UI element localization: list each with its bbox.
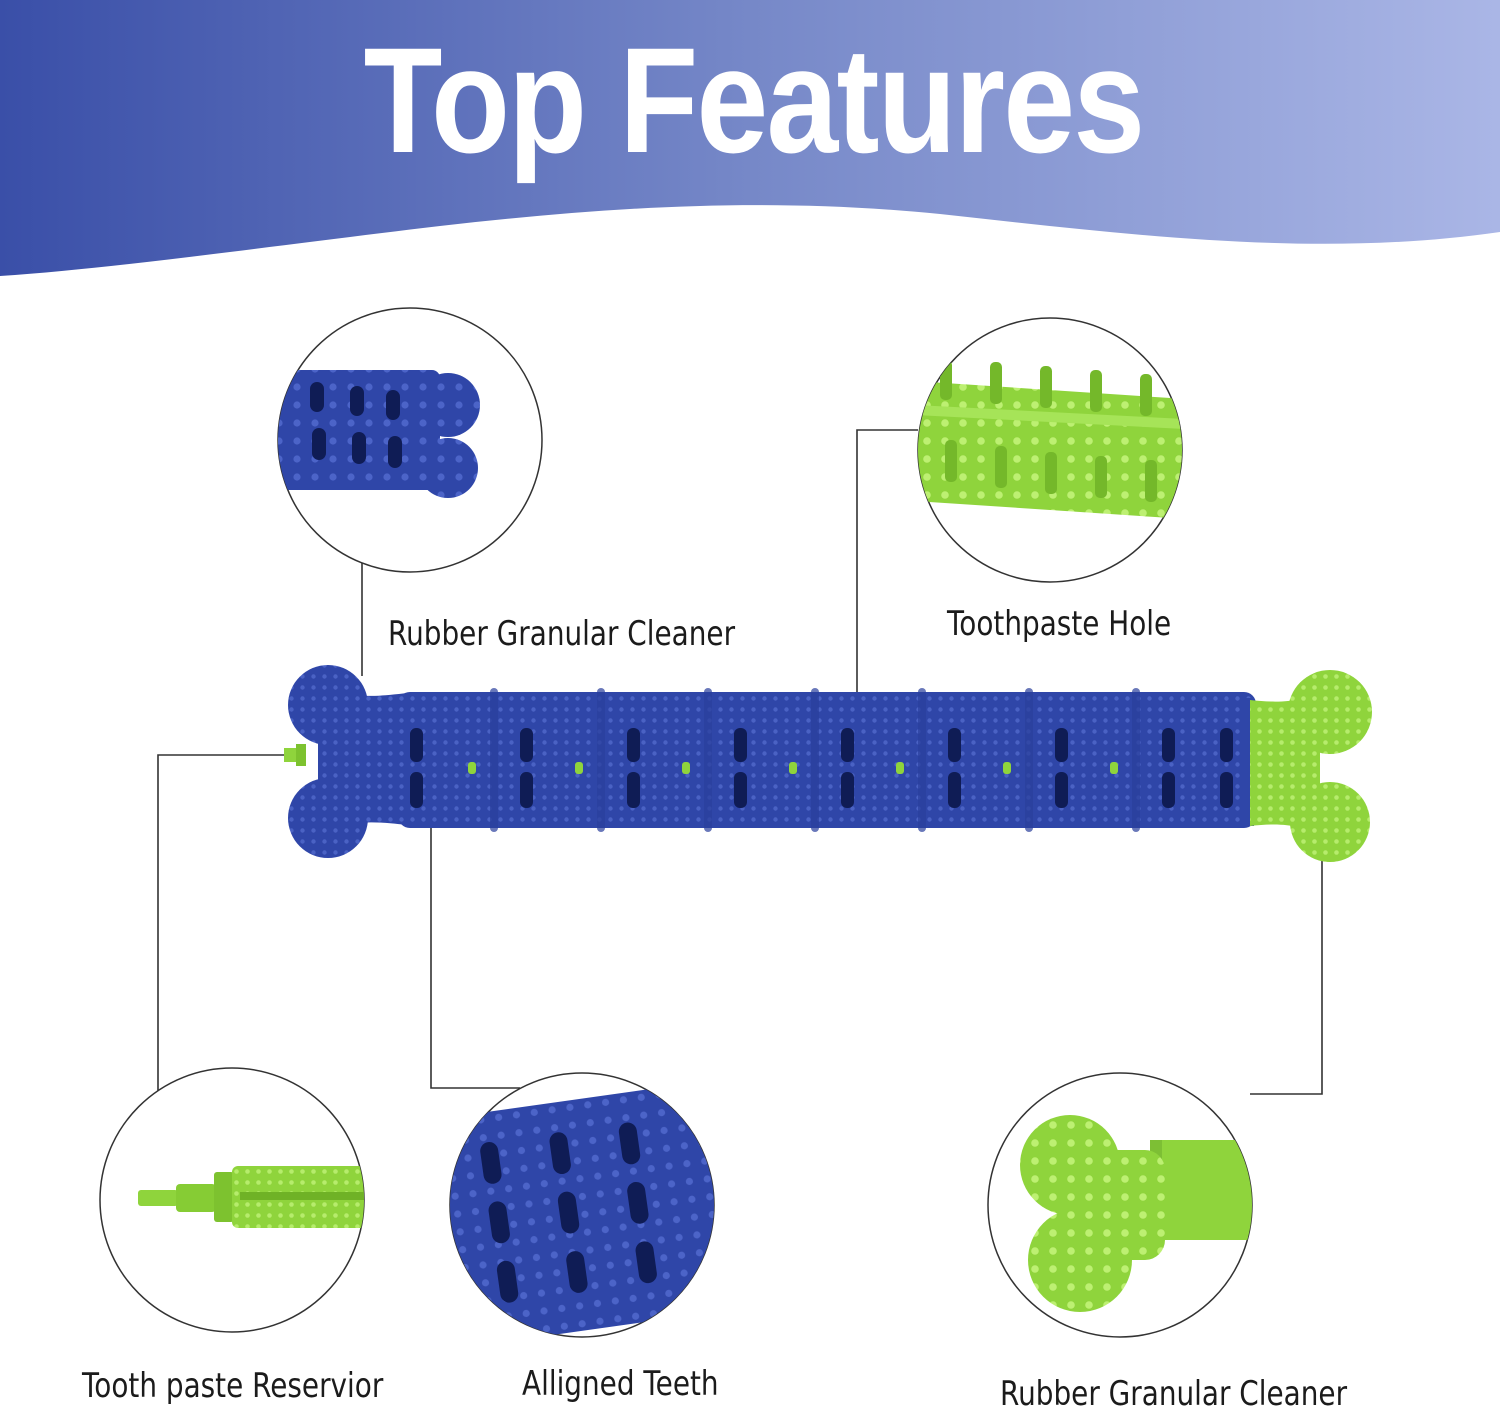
header-banner (0, 0, 1500, 276)
green-reservoir-stick-icon (99, 1067, 365, 1333)
feature-label-aligned-teeth: Alligned Teeth (522, 1364, 719, 1404)
feature-label-toothpaste-hole: Toothpaste Hole (947, 604, 1172, 644)
connector-lines (157, 429, 1323, 1095)
green-bone-end-closeup-icon (987, 1072, 1253, 1338)
page-title: Top Features (363, 16, 1145, 184)
blue-bone-end-closeup-icon (277, 307, 543, 573)
feature-label-rubber-granular-cleaner-bottom: Rubber Granular Cleaner (1000, 1374, 1348, 1414)
main-product-image (284, 665, 1372, 862)
blue-tube (398, 692, 1256, 828)
right-bone-end (1240, 670, 1372, 862)
feature-label-rubber-granular-cleaner-top: Rubber Granular Cleaner (388, 614, 736, 654)
green-core-closeup-icon (917, 317, 1183, 583)
blue-tube-teeth-closeup-icon (449, 1072, 715, 1338)
feature-label-tooth-paste-reservoir: Tooth paste Reservior (82, 1366, 384, 1406)
left-bone-end (284, 665, 415, 858)
